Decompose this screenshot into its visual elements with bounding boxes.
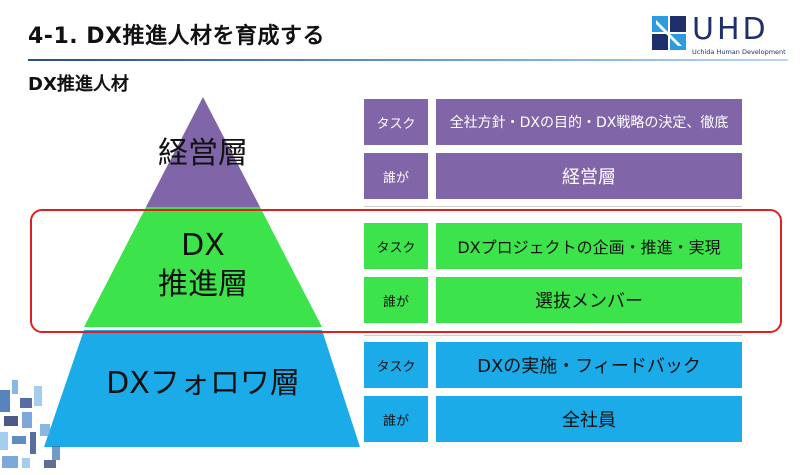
pyramid-layer-top (146, 97, 260, 207)
row-divider (364, 335, 742, 336)
row-tag-task: タスク (364, 223, 428, 269)
row-value-task: DXプロジェクトの企画・推進・実現 (436, 223, 742, 269)
row-tag-who: 誰が (364, 153, 428, 199)
highlight-frame (30, 209, 782, 333)
row-divider (364, 206, 742, 207)
company-logo: UHD Uchida Human Development (652, 12, 792, 62)
row-value-who: 経営層 (436, 153, 742, 199)
row-tag-task: タスク (364, 342, 428, 388)
pyramid-label-executive: 経営層 (158, 136, 248, 171)
header-divider (28, 59, 788, 61)
page-title: 4-1. DX推進人材を育成する (28, 24, 325, 49)
decorative-pattern (0, 380, 60, 468)
pyramid-layer-middle (84, 207, 322, 327)
row-value-task: DXの実施・フィードバック (436, 342, 742, 388)
pyramid-layer-bottom (44, 330, 360, 447)
uhd-logo-icon (652, 16, 686, 50)
logo-wordmark: UHD (692, 12, 769, 47)
pyramid-label-dx-follower: DXフォロワ層 (106, 366, 300, 401)
row-value-who: 全社員 (436, 396, 742, 442)
row-value-task: 全社方針・DXの目的・DX戦略の決定、徹底 (436, 99, 742, 145)
section-subtitle: DX推進人材 (28, 74, 129, 95)
row-value-who: 選抜メンバー (436, 277, 742, 323)
row-tag-who: 誰が (364, 277, 428, 323)
row-tag-task: タスク (364, 99, 428, 145)
logo-tagline: Uchida Human Development (692, 48, 786, 56)
row-tag-who: 誰が (364, 396, 428, 442)
pyramid-label-dx-promotion: DX 推進層 (158, 228, 248, 302)
